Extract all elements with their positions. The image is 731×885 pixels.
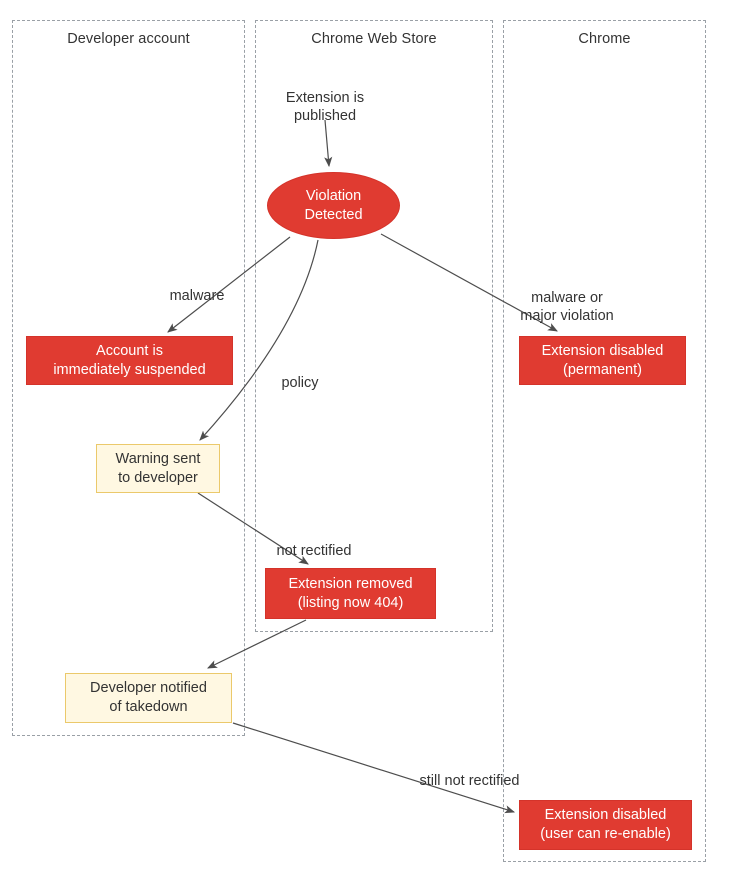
node-warning-sent-label: Warning sent to developer [115, 450, 201, 486]
node-extension-disabled-permanent[interactable]: Extension disabled (permanent) [519, 336, 686, 385]
edge-label-policy-text: policy [281, 374, 319, 391]
node-developer-notified[interactable]: Developer notified of takedown [65, 673, 232, 723]
edge-label-malware-or-major-violation-text: malware or major violation [520, 289, 614, 325]
node-extension-published: Extension is published [260, 70, 390, 126]
node-developer-notified-label: Developer notified of takedown [90, 680, 207, 715]
edge-label-policy: policy [268, 355, 332, 392]
node-extension-removed[interactable]: Extension removed (listing now 404) [265, 568, 436, 619]
edge-label-still-not-rectified-text: still not rectified [419, 772, 520, 789]
swimlane-title-chrome: Chrome [578, 31, 631, 47]
edge-label-malware-or-major-violation: malware or major violation [497, 270, 637, 326]
edge-label-still-not-rectified: still not rectified [404, 753, 535, 790]
node-warning-sent[interactable]: Warning sent to developer [96, 444, 220, 493]
edge-label-malware-text: malware [169, 287, 225, 304]
edge-label-not-rectified-text: not rectified [276, 542, 352, 559]
edge-label-malware: malware [155, 268, 239, 305]
node-extension-disabled-reenable-label: Extension disabled (user can re-enable) [540, 807, 671, 842]
swimlane-chrome: Chrome [503, 20, 706, 862]
node-extension-disabled-reenable[interactable]: Extension disabled (user can re-enable) [519, 800, 692, 850]
swimlane-title-chrome-web-store: Chrome Web Store [311, 31, 437, 47]
edge-label-not-rectified: not rectified [268, 523, 360, 560]
node-extension-published-label: Extension is published [285, 89, 365, 125]
node-violation-detected[interactable]: Violation Detected [267, 172, 400, 239]
node-extension-removed-label: Extension removed (listing now 404) [288, 575, 413, 611]
node-account-suspended-label: Account is immediately suspended [53, 342, 206, 378]
node-violation-detected-label: Violation Detected [304, 187, 363, 223]
node-account-suspended[interactable]: Account is immediately suspended [26, 336, 233, 385]
node-extension-disabled-permanent-label: Extension disabled (permanent) [541, 342, 664, 378]
swimlane-title-developer-account: Developer account [67, 31, 190, 47]
